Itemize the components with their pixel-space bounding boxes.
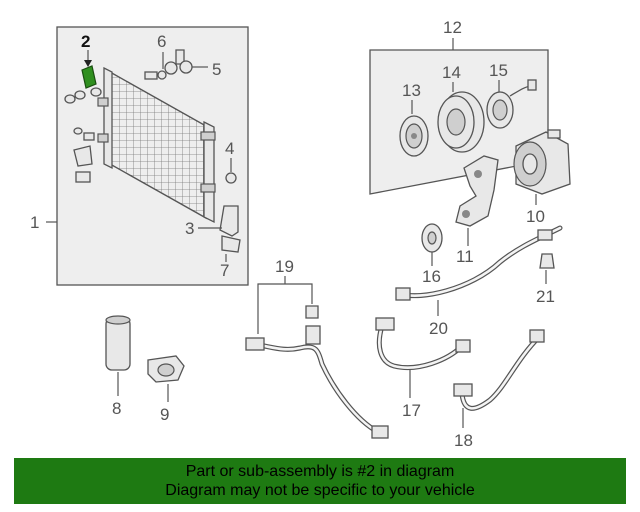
callout-20: 20: [429, 319, 448, 338]
part-9-drier-bracket: [147, 355, 185, 383]
callout-3: 3: [185, 219, 194, 238]
banner-line-part: Part or sub-assembly is #2 in diagram: [185, 463, 455, 480]
part-2-highlighted-bracket: 2: [81, 32, 97, 89]
callout-17: 17: [402, 401, 421, 420]
condenser-assembly-group: 1 2: [30, 26, 249, 286]
callout-9: 9: [160, 405, 169, 424]
callout-8: 8: [112, 399, 121, 418]
part-info-banner: Part or sub-assembly is #2 in diagram Di…: [14, 458, 626, 504]
part-16-idler-pulley: [421, 223, 443, 253]
callout-13: 13: [402, 81, 421, 100]
condenser-core: [97, 66, 216, 224]
callout-2: 2: [81, 32, 90, 51]
callout-10: 10: [526, 207, 545, 226]
callout-6: 6: [157, 32, 166, 51]
parts-diagram: 1 2: [30, 18, 571, 450]
callout-16: 16: [422, 267, 441, 286]
callout-18: 18: [454, 431, 473, 450]
part-21-switch: [539, 253, 555, 269]
part-18-hose: [453, 329, 545, 411]
callout-14: 14: [442, 63, 461, 82]
callout-12: 12: [443, 18, 462, 37]
part-20-hose: [395, 225, 563, 301]
lower-bracket: [219, 205, 241, 253]
callout-19: 19: [275, 257, 294, 276]
part-15-coil: [486, 79, 537, 129]
clutch-assembly-group: 12 13 14 15: [369, 18, 549, 195]
part-14-pulley: [437, 91, 485, 153]
callout-5: 5: [212, 60, 221, 79]
part-19-liquid-line: [245, 283, 389, 439]
part-10-compressor: [513, 129, 571, 195]
part-13-pressure-plate: [399, 115, 429, 157]
callout-11: 11: [456, 247, 474, 266]
part-17-hose: [375, 317, 471, 371]
callout-21: 21: [536, 287, 555, 306]
callout-1: 1: [30, 213, 39, 232]
part-11-bracket: [455, 155, 499, 227]
callout-7: 7: [220, 261, 229, 280]
part-8-receiver-drier: [105, 315, 131, 371]
callout-15: 15: [489, 61, 508, 80]
callout-4: 4: [225, 139, 234, 158]
fasteners: [64, 49, 237, 184]
banner-line-disclaimer: Diagram may not be specific to your vehi…: [165, 482, 475, 499]
